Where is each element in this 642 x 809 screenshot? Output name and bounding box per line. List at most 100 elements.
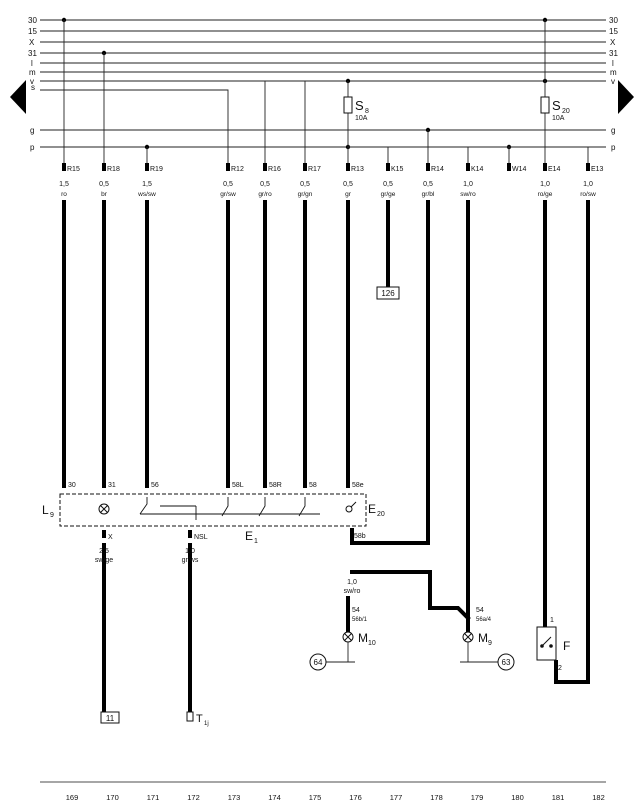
switch-pin-labels: 30 31 56 58L 58R 58 58e: [68, 482, 364, 489]
wire-size-label: 1,5: [59, 181, 69, 188]
rail-labels-right: 30 15 X 31 l m v g p: [609, 16, 618, 152]
reference-box-11-label: 11: [106, 714, 115, 723]
switch-pin-58e: 58e: [352, 482, 364, 489]
column-number: 179: [471, 793, 484, 802]
wire-x-size: 2,5: [99, 548, 109, 555]
column-number: 177: [390, 793, 403, 802]
m9-pin-56a4: 56a/4: [476, 617, 492, 623]
wire-r14: [350, 200, 430, 545]
connector-t1j-icon: [186, 711, 194, 722]
wire-size-label: 0,5: [223, 181, 233, 188]
column-number: 182: [592, 793, 605, 802]
terminal-marker: [62, 163, 66, 171]
column-number: 172: [187, 793, 200, 802]
wire-color-label: br: [101, 191, 108, 198]
terminal-pin-label: W14: [512, 166, 527, 173]
wire-nsl-size: 1,0: [185, 548, 195, 555]
reference-box-11: [100, 711, 120, 724]
rail-label-p-left: p: [30, 143, 35, 152]
fuse-s20-base: S: [552, 98, 561, 113]
m10-pin-54: 54: [352, 607, 360, 614]
wire-size-label: 1,0: [583, 181, 593, 188]
pin-58b: 58b: [354, 533, 366, 540]
rail-label-m-left: m: [29, 68, 36, 77]
switch-f-label: F: [563, 639, 570, 653]
terminal-pin-label: E13: [591, 166, 604, 173]
wire-color-label: gr/ro: [258, 191, 272, 198]
rail-label-31-left: 31: [28, 49, 37, 58]
rail-label-x-right: X: [610, 38, 616, 47]
m10-label-sub: 10: [368, 640, 376, 647]
wire-size-label: 1,5: [142, 181, 152, 188]
wire-m10-size: 1,0: [347, 579, 357, 586]
previous-page-arrow-icon[interactable]: [10, 80, 26, 114]
switch-f-icon: [540, 636, 553, 648]
fuse-s8: S 8 10A: [343, 96, 369, 122]
light-switch-assembly: 30 31 56 58L 58R 58 58e L 9 E: [42, 482, 385, 545]
wire-m10-m9: [350, 570, 471, 621]
switch-f-pin-1: 1: [550, 617, 554, 624]
fuse-s8-base: S: [355, 98, 364, 113]
rail-label-v-right: v: [611, 77, 615, 86]
rail-label-30-left: 30: [28, 16, 37, 25]
label-e1-base: E: [245, 529, 253, 543]
bottom-refs: 11 T 1j: [100, 711, 209, 727]
ground-ref-63-label: 63: [502, 658, 511, 667]
switch-pin-30: 30: [68, 482, 76, 489]
rail-label-x-left: X: [29, 38, 35, 47]
rail-label-15-right: 15: [609, 27, 618, 36]
wire-color-label: gr/gn: [298, 191, 313, 198]
rail-label-v-left: v: [30, 77, 34, 86]
switch-pin-58r: 58R: [269, 482, 282, 489]
lamp-m10-icon: [342, 631, 354, 643]
terminal-marker: [303, 163, 307, 171]
wire-color-label: gr/bl: [422, 191, 435, 198]
connector-t1j-sub: 1j: [204, 721, 209, 727]
wire-e13: [554, 200, 590, 684]
terminal-pin-label: R14: [431, 166, 444, 173]
terminal-2: R18 0,5 br: [99, 163, 120, 198]
reference-box-126: 126: [376, 286, 400, 300]
rail-label-15-left: 15: [28, 27, 37, 36]
column-number: 181: [552, 793, 565, 802]
junction-dots: [61, 17, 548, 150]
switch-contacts-icon: [139, 497, 320, 520]
ground-ref-64: [309, 653, 327, 671]
next-page-arrow-icon[interactable]: [618, 80, 634, 114]
terminal-pin-label: R18: [107, 166, 120, 173]
pin-x-lower: X: [108, 534, 113, 541]
rail-label-30-right: 30: [609, 16, 618, 25]
column-number: 171: [147, 793, 160, 802]
connector-t1j-base: T: [196, 713, 203, 725]
ground-ref-63: [497, 653, 515, 671]
wire-size-label: 0,5: [300, 181, 310, 188]
terminal-pin-label: K14: [471, 166, 484, 173]
ground-ref-64-label: 64: [314, 658, 323, 667]
terminal-pin-label: R12: [231, 166, 244, 173]
terminal-pin-label: E14: [548, 166, 561, 173]
switch-pin-31: 31: [108, 482, 116, 489]
m10-label-base: M: [358, 631, 368, 645]
terminal-pin-label: R16: [268, 166, 281, 173]
terminal-marker: [263, 163, 267, 171]
column-number: 176: [349, 793, 362, 802]
column-number: 169: [66, 793, 79, 802]
wire-color-label: ro: [61, 191, 67, 198]
wire-size-label: 0,5: [99, 181, 109, 188]
wire-size-label: 0,5: [260, 181, 270, 188]
switch-f: 1 2 F: [536, 617, 570, 672]
terminal-marker: [145, 163, 149, 171]
rail-label-g-left: g: [30, 126, 34, 135]
lower-wire-labels: 2,5 sw/ge 1,0 gr/ws 1,0 sw/ro: [95, 548, 361, 595]
wire-color-label: sw/ro: [460, 191, 476, 198]
rail-label-g-right: g: [611, 126, 615, 135]
